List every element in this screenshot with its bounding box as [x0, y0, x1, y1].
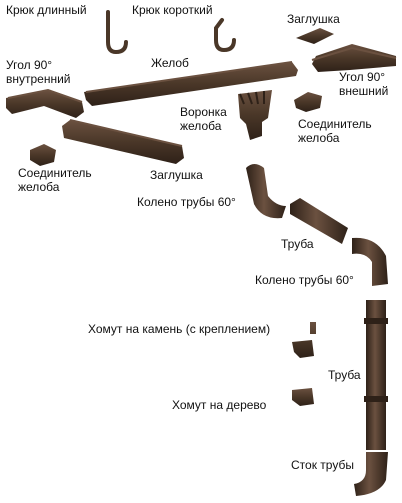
label-connector-right: Соединитель желоба: [298, 117, 372, 145]
connector-right-part: [294, 92, 322, 112]
label-end-cap-top: Заглушка: [287, 12, 340, 26]
clamp-stone-part: [292, 322, 316, 358]
angle-outer-part: [312, 44, 396, 72]
gutter-lower-part: [62, 120, 184, 164]
long-hook-part: [106, 10, 128, 55]
label-connector-left: Соединитель желоба: [18, 166, 92, 194]
funnel-part: [238, 90, 272, 140]
gutter-main-part: [84, 62, 298, 106]
label-pipe-short: Труба: [281, 237, 314, 251]
label-angle-inner: Угол 90° внутренний: [6, 58, 71, 86]
label-funnel: Воронка желоба: [180, 105, 227, 133]
elbow-bottom-part: [352, 237, 388, 286]
end-cap-top-part: [296, 28, 334, 44]
label-elbow-bottom: Колено трубы 60°: [255, 273, 354, 287]
clamp-wood-part: [292, 388, 314, 406]
outlet-part: [354, 452, 388, 496]
label-outlet: Сток трубы: [291, 458, 354, 472]
pipe-short-part: [290, 198, 348, 244]
label-pipe-long: Труба: [328, 368, 361, 382]
label-clamp-wood: Хомут на дерево: [172, 398, 267, 412]
short-hook-part: [214, 18, 236, 53]
angle-inner-part: [6, 90, 84, 118]
label-hook-long: Крюк длинный: [6, 3, 87, 17]
label-end-cap-bottom: Заглушка: [150, 168, 203, 182]
pipe-long-part: [366, 300, 386, 450]
label-elbow-top: Колено трубы 60°: [137, 195, 236, 209]
label-clamp-stone: Хомут на камень (с креплением): [88, 322, 271, 336]
connector-left-part: [30, 144, 56, 166]
label-gutter: Желоб: [151, 56, 189, 70]
label-hook-short: Крюк короткий: [132, 3, 213, 17]
label-angle-outer: Угол 90° внешний: [339, 70, 389, 98]
elbow-top-part: [246, 164, 286, 219]
